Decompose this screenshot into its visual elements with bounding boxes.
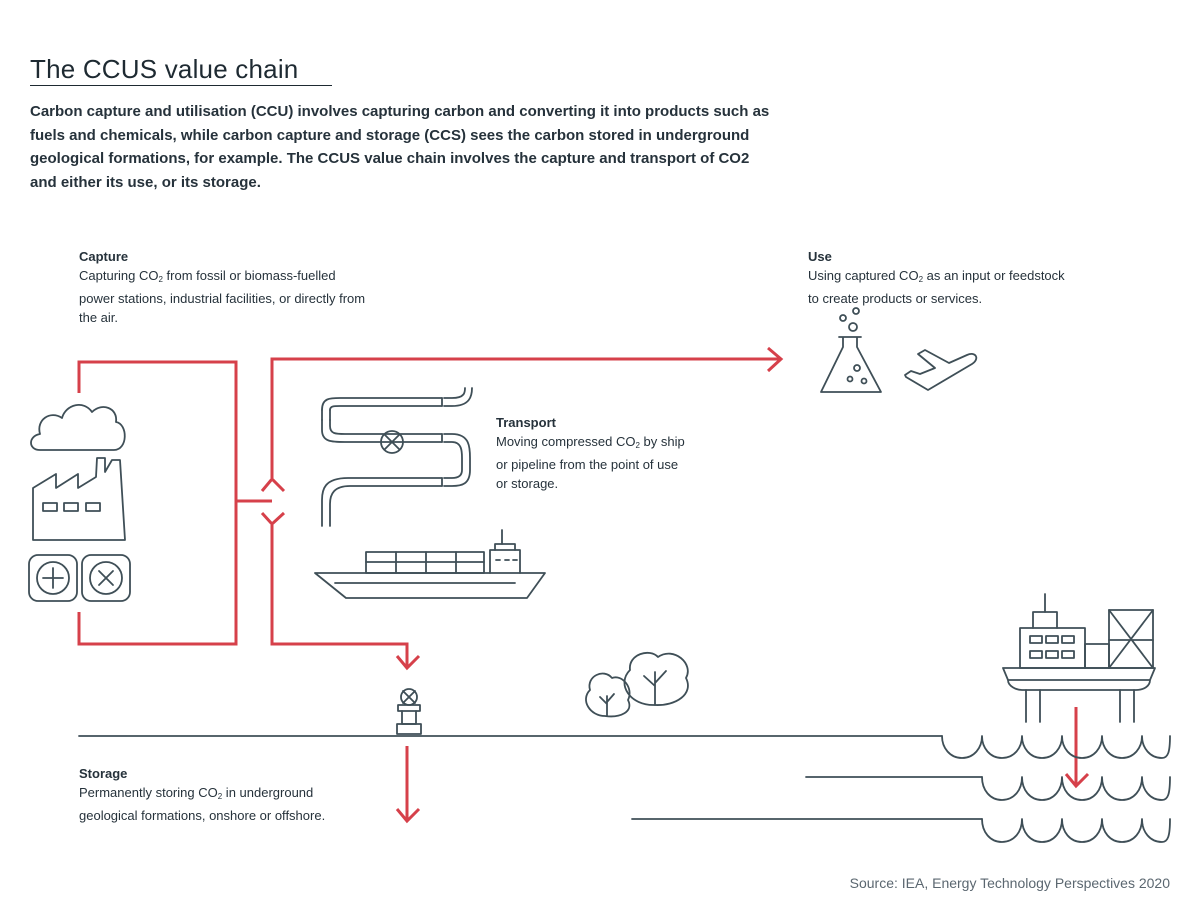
cloud-icon — [30, 404, 126, 451]
flow-line-to-use — [270, 357, 780, 478]
storage-heading: Storage — [79, 766, 128, 781]
arrow-head-underground — [395, 807, 421, 824]
arrow-head-use — [766, 346, 784, 373]
flow-line-to-storage — [270, 525, 409, 667]
storage-text-post: in underground geological formations, on… — [79, 785, 326, 823]
use-text-sub: 2 — [918, 275, 924, 284]
transport-text-sub: 2 — [635, 441, 640, 450]
capture-text-sub: 2 — [158, 275, 163, 284]
valve-icon — [380, 430, 404, 454]
arrow-head-storage-top — [395, 654, 421, 671]
storage-block: Storage Permanently storing CO2 in under… — [79, 764, 349, 825]
wellhead-icon — [396, 688, 422, 735]
capture-block: Capture Capturing CO2 from fossil or bio… — [79, 247, 369, 327]
ship-icon — [314, 529, 546, 599]
transport-block: Transport Moving compressed CO2 by ship … — [496, 413, 686, 493]
split-arrow-up — [260, 476, 286, 493]
capture-text-post: from fossil or biomass-fuelled power sta… — [79, 268, 366, 325]
use-block: Use Using captured CO2 as an input or fe… — [808, 247, 1068, 308]
capture-text-pre: Capturing CO — [79, 268, 159, 283]
use-text-post: as an input or feedstock to create produ… — [808, 268, 1065, 306]
fan-icon — [28, 554, 78, 602]
title-underline — [30, 85, 332, 86]
wave-icon — [941, 735, 1171, 843]
use-text-pre: Using captured CO — [808, 268, 919, 283]
storage-text-sub: 2 — [217, 792, 223, 801]
offshore-platform-icon — [1002, 593, 1156, 723]
use-heading: Use — [808, 249, 832, 264]
capture-heading: Capture — [79, 249, 129, 264]
pipeline-icon — [321, 387, 473, 527]
airplane-icon — [904, 349, 978, 391]
tree-icon-2 — [623, 652, 689, 706]
source-note: Source: IEA, Energy Technology Perspecti… — [849, 875, 1170, 891]
transport-text-pre: Moving compressed CO — [496, 434, 636, 449]
tree-icon — [585, 672, 631, 718]
factory-icon — [32, 457, 126, 541]
storage-text-pre: Permanently storing CO — [79, 785, 218, 800]
transport-text-post: by ship or pipeline from the point of us… — [496, 434, 685, 491]
capture-bracket-line — [77, 360, 238, 646]
transport-heading: Transport — [496, 415, 556, 430]
page-title: The CCUS value chain — [30, 54, 299, 84]
flow-lines — [77, 346, 1090, 824]
intro-paragraph: Carbon capture and utilisation (CCU) inv… — [30, 103, 770, 191]
split-arrow-down — [260, 511, 286, 527]
fan-icon-2 — [81, 554, 131, 602]
flask-icon — [820, 307, 882, 393]
arrow-head-offshore — [1064, 772, 1090, 789]
